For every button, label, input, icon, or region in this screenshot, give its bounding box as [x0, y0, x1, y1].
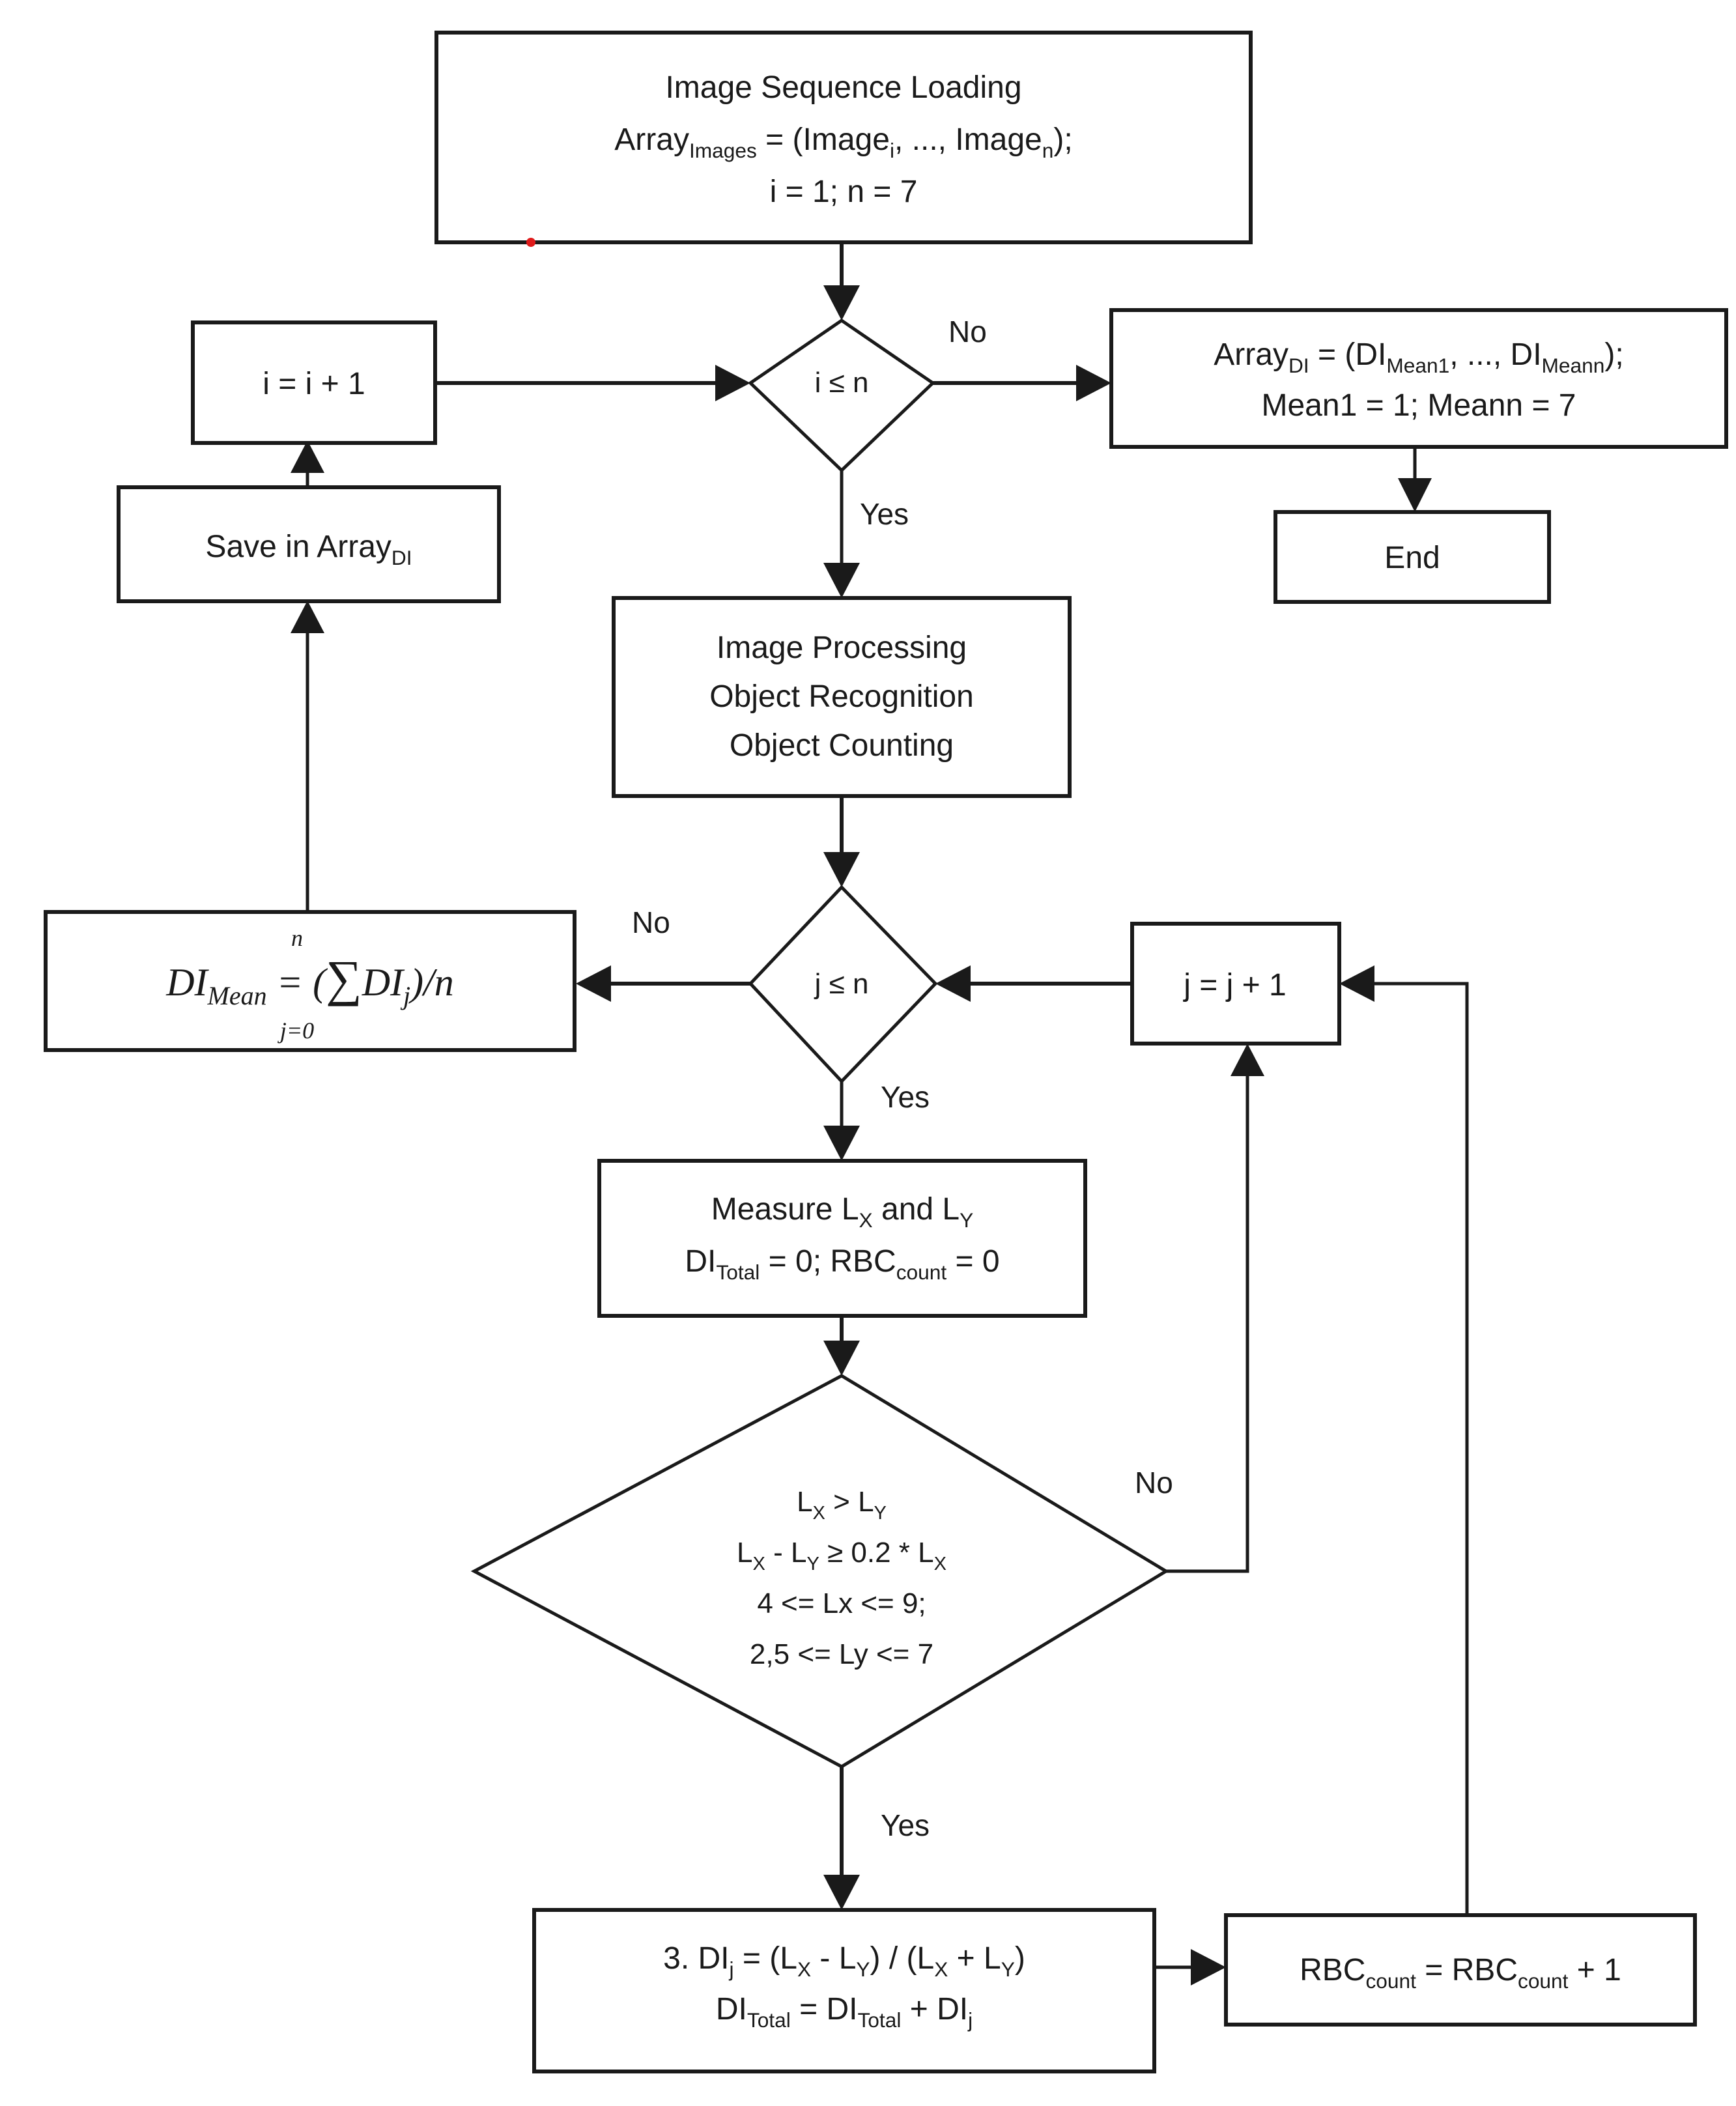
edge-processing-to-check-j [823, 796, 860, 887]
node-start-line3: i = 1; n = 7 [770, 175, 918, 209]
node-processing-line3: Object Counting [730, 728, 954, 763]
edge-computedi-to-rbc [1154, 1949, 1226, 1985]
node-increment-i-label: i = i + 1 [263, 367, 365, 401]
edge-increment-i-to-check-i [435, 365, 750, 401]
node-increment-j-label: j = j + 1 [1182, 968, 1286, 1003]
node-condition-line3: 4 <= Lx <= 9; [757, 1587, 926, 1619]
edge-rbc-to-increment-j [1339, 965, 1469, 1915]
node-condition-line4: 2,5 <= Ly <= 7 [750, 1638, 933, 1670]
node-start-line1: Image Sequence Loading [665, 70, 1021, 105]
node-start-line2: ArrayImages = (Imagei, ..., Imagen); [614, 122, 1072, 162]
node-increment-i[interactable]: i = i + 1 [191, 320, 437, 445]
node-save-array-di[interactable]: Save in ArrayDI [117, 485, 501, 603]
edge-start-to-check-i [823, 242, 860, 320]
sigma-upper-limit: n [291, 925, 303, 951]
node-save-array-label: Save in ArrayDI [205, 530, 412, 569]
edge-label-i-no: No [948, 315, 987, 349]
edge-check-i-no [932, 365, 1111, 401]
edge-check-j-no [576, 965, 750, 1002]
edge-label-cond-yes: Yes [881, 1808, 930, 1842]
node-end[interactable]: End [1274, 510, 1551, 604]
node-processing-line2: Object Recognition [709, 679, 974, 714]
edge-check-j-yes [823, 1081, 860, 1161]
red-marker-dot [526, 238, 535, 247]
node-check-i[interactable]: i ≤ n [748, 318, 935, 473]
node-array-di-line2: Mean1 = 1; Meann = 7 [1262, 388, 1576, 423]
node-check-j-label: j ≤ n [814, 968, 869, 1000]
node-array-di[interactable]: ArrayDI = (DIMean1, ..., DIMeann); Mean1… [1109, 308, 1728, 449]
edge-check-i-yes [823, 470, 860, 598]
edge-increment-j-to-check-j [935, 965, 1132, 1002]
edge-label-j-no: No [632, 905, 670, 939]
node-image-sequence-loading[interactable]: Image Sequence Loading ArrayImages = (Im… [434, 31, 1253, 247]
node-array-di-line1: ArrayDI = (DIMean1, ..., DIMeann); [1214, 337, 1623, 377]
sigma-lower-limit: j=0 [277, 1017, 314, 1044]
edge-arraydi-to-end [1398, 447, 1432, 512]
node-condition[interactable]: LX > LY LX - LY ≥ 0.2 * LX 4 <= Lx <= 9;… [470, 1374, 1169, 1769]
node-di-mean-formula[interactable]: DIMean = (∑DIj)/n n j=0 [44, 910, 576, 1052]
edge-condition-yes [823, 1767, 860, 1910]
node-increment-j[interactable]: j = j + 1 [1130, 922, 1341, 1046]
node-condition-line1: LX > LY [797, 1486, 887, 1524]
node-rbc-count-label: RBCcount = RBCcount + 1 [1300, 1953, 1621, 1993]
edge-label-i-yes: Yes [860, 497, 909, 531]
node-measure[interactable]: Measure LX and LY DITotal = 0; RBCcount … [597, 1159, 1087, 1318]
node-condition-line2: LX - LY ≥ 0.2 * LX [737, 1537, 946, 1574]
node-compute-di[interactable]: 3. DIj = (LX - LY) / (LX + LY) DITotal =… [532, 1908, 1156, 2073]
edge-dimean-to-save [291, 601, 324, 912]
node-measure-line2: DITotal = 0; RBCcount = 0 [685, 1244, 999, 1284]
edge-save-to-increment-i [291, 440, 324, 487]
node-compute-di-line1: 3. DIj = (LX - LY) / (LX + LY) [663, 1941, 1025, 1981]
edge-label-j-yes: Yes [881, 1080, 930, 1114]
node-rbc-count[interactable]: RBCcount = RBCcount + 1 [1224, 1913, 1697, 2027]
node-end-label: End [1384, 541, 1440, 575]
edge-label-cond-no: No [1135, 1466, 1173, 1500]
node-check-j[interactable]: j ≤ n [748, 885, 938, 1084]
node-compute-di-line2: DITotal = DITotal + DIj [716, 1992, 973, 2032]
node-measure-line1: Measure LX and LY [711, 1192, 973, 1232]
node-processing-line1: Image Processing [717, 631, 967, 665]
node-check-i-label: i ≤ n [815, 367, 869, 399]
node-image-processing[interactable]: Image Processing Object Recognition Obje… [612, 596, 1072, 798]
edge-condition-no [1166, 1044, 1264, 1573]
edge-measure-to-condition [823, 1316, 860, 1376]
node-di-mean-label: DIMean = (∑DIj)/n [165, 950, 454, 1010]
